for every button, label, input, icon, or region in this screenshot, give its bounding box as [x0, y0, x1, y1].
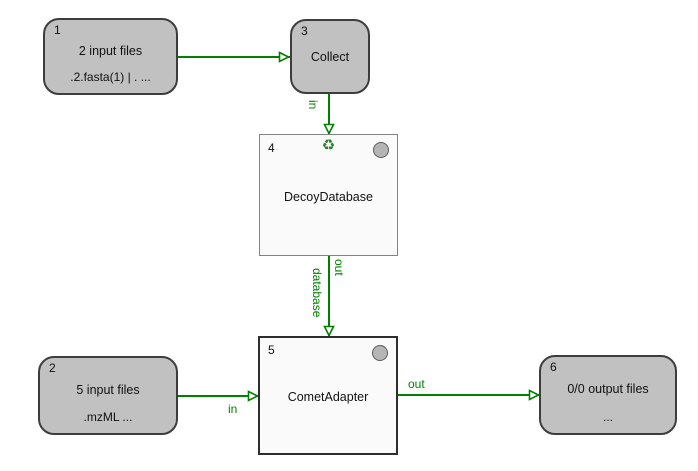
status-circle-icon: [373, 142, 389, 158]
node-number: 1: [54, 23, 61, 37]
node-number: 4: [268, 141, 275, 155]
edge-decoydatabase-to-cometadapter[interactable]: [328, 256, 330, 336]
arrowhead-down-icon: [323, 123, 335, 136]
node-number: 3: [301, 24, 308, 38]
node-subtitle: ...: [602, 410, 613, 424]
arrowhead-right-icon: [278, 51, 291, 63]
arrowhead-right-icon: [247, 390, 260, 402]
node-collect[interactable]: 3 Collect: [290, 19, 370, 94]
status-circle-icon: [372, 345, 388, 361]
node-number: 5: [268, 343, 275, 357]
node-output-files[interactable]: 6 0/0 output files ...: [539, 355, 677, 435]
node-title: 0/0 output files: [567, 382, 649, 396]
edge-port-label-in: in: [306, 100, 320, 110]
node-decoydatabase[interactable]: 4 ♻ DecoyDatabase: [259, 134, 398, 256]
node-title: 5 input files: [76, 383, 140, 397]
node-input-files-2[interactable]: 2 5 input files .mzML ...: [38, 356, 178, 435]
node-title: Collect: [310, 50, 350, 64]
edge-cometadapter-to-output[interactable]: [398, 394, 539, 396]
node-title: CometAdapter: [287, 390, 369, 404]
recycle-icon: ♻: [321, 137, 336, 154]
edge-collect-to-decoydatabase[interactable]: [328, 94, 330, 134]
edge-port-label-out: out: [332, 259, 346, 276]
edge-node1-to-collect[interactable]: [178, 56, 290, 58]
edge-node2-to-cometadapter[interactable]: [178, 395, 258, 397]
node-title: 2 input files: [78, 44, 143, 58]
edge-port-label-out: out: [408, 377, 425, 391]
node-title: DecoyDatabase: [284, 190, 373, 204]
node-cometadapter[interactable]: 5 CometAdapter: [258, 336, 398, 455]
node-subtitle: .2.fasta(1) | . ...: [70, 70, 151, 84]
arrowhead-right-icon: [528, 389, 541, 401]
edge-port-label-database: database: [310, 268, 324, 318]
node-subtitle: .mzML ...: [83, 410, 133, 424]
node-input-files-1[interactable]: 1 2 input files .2.fasta(1) | . ...: [43, 18, 178, 95]
arrowhead-down-icon: [323, 325, 335, 338]
node-number: 2: [49, 361, 56, 375]
edge-port-label-in: in: [228, 402, 238, 416]
node-number: 6: [550, 360, 557, 374]
